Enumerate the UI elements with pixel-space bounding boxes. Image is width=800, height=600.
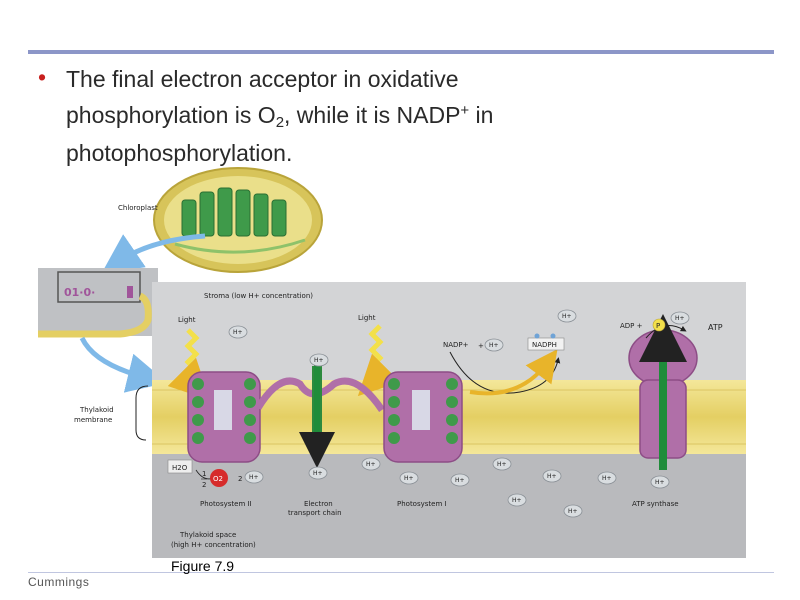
light-label-left: Light xyxy=(178,316,196,324)
thylakoid-inset xyxy=(38,268,158,338)
footer-rule xyxy=(28,572,774,573)
etc-label-2: transport chain xyxy=(288,509,342,517)
text-line-2a: phosphorylation is O xyxy=(66,102,276,128)
h-ion-label: H+ xyxy=(249,474,259,481)
thylakoid-membrane-label-1: Thylakoid xyxy=(79,406,114,414)
h-ion-label: H+ xyxy=(675,315,685,322)
text-line-2c: in xyxy=(469,102,494,128)
h-ion-markers xyxy=(228,309,690,518)
h2o-label: H2O xyxy=(172,464,188,472)
o2-label: O2 xyxy=(213,475,223,483)
half-numerator: 1 xyxy=(202,470,206,478)
membrane-bracket xyxy=(135,385,149,441)
nadph-label: NADPH xyxy=(532,341,557,349)
electron-transport-chain xyxy=(255,364,385,468)
atp-synthase-label: ATP synthase xyxy=(632,500,679,508)
h-ion-label: H+ xyxy=(547,473,557,480)
light-label-right: Light xyxy=(358,314,376,322)
text-line-2b: , while it is NADP xyxy=(284,102,461,128)
text-line-3: photophosphorylation. xyxy=(66,140,293,166)
plus-sign: + xyxy=(478,342,484,350)
o2-subscript: 2 xyxy=(275,114,285,131)
nadp-plus-label: NADP+ xyxy=(443,341,469,349)
light-ray-right xyxy=(357,324,401,397)
h-ion-label: H+ xyxy=(489,342,499,349)
text-line-2: phosphorylation is O2, while it is NADP+… xyxy=(66,95,766,138)
light-ray-left xyxy=(167,328,211,401)
chloroplast-illustration xyxy=(153,167,323,273)
chloroplast-label: Chloroplast xyxy=(118,204,158,212)
electron-to-nadp-arrow xyxy=(469,349,558,396)
nadph-box xyxy=(527,333,565,351)
h-ion-label: H+ xyxy=(562,313,572,320)
phosphate-label: P xyxy=(656,322,660,330)
h-ion-label: H+ xyxy=(655,479,665,486)
adp-label: ADP + xyxy=(620,322,643,330)
zoom-arrow-2 xyxy=(79,336,168,393)
h-ion-labels: H+ H+ H+ H+ H+ H+ H+ H+ H+ H+ H+ H+ H+ H… xyxy=(233,313,685,515)
atp-label: ATP xyxy=(708,323,723,332)
thylakoid-membrane-label-2: membrane xyxy=(74,416,112,424)
o2-molecule xyxy=(210,469,228,487)
thylakoid-space-label-1: Thylakoid space xyxy=(179,531,236,539)
half-denominator: 2 xyxy=(202,481,206,489)
photosystem-ii-label: Photosystem II xyxy=(200,500,252,508)
zoom-arrow-1 xyxy=(101,233,206,274)
nadp-superscript: + xyxy=(460,102,470,119)
phosphate-circle xyxy=(652,318,666,332)
h-ion-label: H+ xyxy=(314,357,324,364)
title-rule xyxy=(28,50,774,54)
h-ion-label: H+ xyxy=(366,461,376,468)
h-ion-label: H+ xyxy=(404,475,414,482)
inset-label: 01·0· xyxy=(64,286,95,299)
figure-caption: Figure 7.9 xyxy=(171,558,235,574)
text-line-1: The final electron acceptor in oxidative xyxy=(66,66,459,92)
h-ion-label: H+ xyxy=(568,508,578,515)
h-ion-label: H+ xyxy=(497,461,507,468)
photosystem-i-complex xyxy=(383,371,463,463)
h-ion-label: H+ xyxy=(233,329,243,336)
h-ion-label: H+ xyxy=(512,497,522,504)
h-ion-label: H+ xyxy=(455,477,465,484)
photosystem-i-label: Photosystem I xyxy=(397,500,447,508)
h2o-box xyxy=(167,459,193,474)
etc-label-1: Electron xyxy=(304,500,333,508)
thylakoid-space-label-2: (high H+ concentration) xyxy=(171,541,256,549)
photosystem-ii-complex xyxy=(187,371,261,463)
h-ion-label: H+ xyxy=(313,470,323,477)
bullet-marker: • xyxy=(38,64,47,90)
slide-body-text: The final electron acceptor in oxidative… xyxy=(66,64,766,169)
atp-synthase-complex xyxy=(628,314,698,470)
stroma-label: Stroma (low H+ concentration) xyxy=(204,292,313,300)
publisher-credit: Cummings xyxy=(28,575,90,589)
h-ion-label: H+ xyxy=(602,475,612,482)
two-h-label: 2 xyxy=(238,475,242,483)
